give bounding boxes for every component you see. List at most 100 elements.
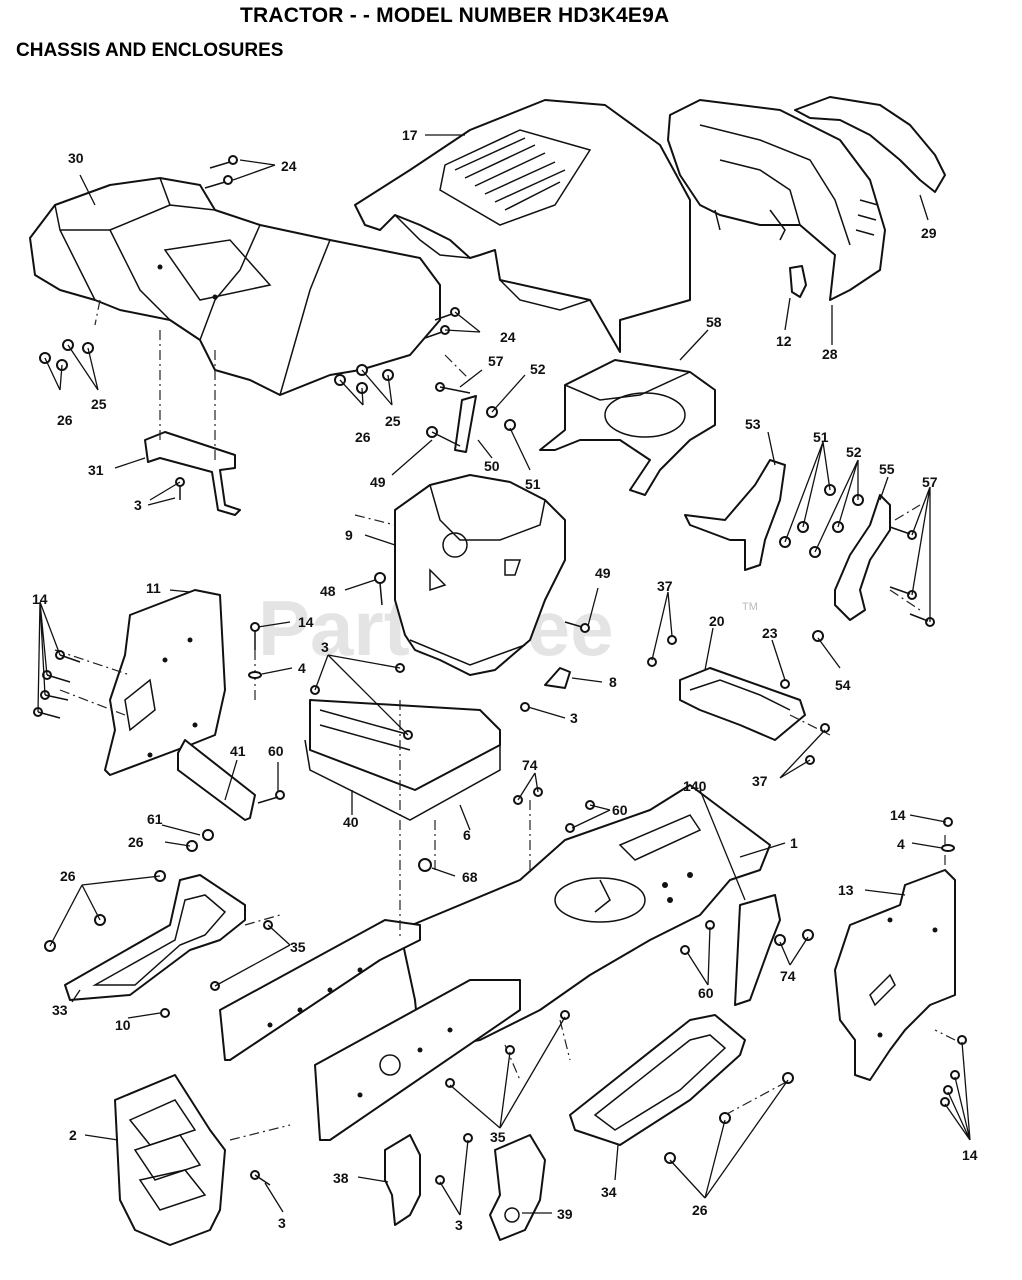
- callout-50: 50: [484, 458, 500, 474]
- callout-35-left: 35: [290, 939, 306, 955]
- callout-4-right: 4: [897, 836, 905, 852]
- part-plate-53[interactable]: [684, 459, 786, 571]
- callout-2: 2: [69, 1127, 77, 1143]
- callout-31: 31: [88, 462, 104, 478]
- callout-37-upper: 37: [657, 578, 673, 594]
- callout-13: 13: [838, 882, 854, 898]
- callout-9: 9: [345, 527, 353, 543]
- part-side-plate-left[interactable]: [104, 589, 226, 776]
- part-front-bumper[interactable]: [114, 1074, 226, 1246]
- part-control-plate[interactable]: [304, 699, 501, 821]
- part-bracket-140[interactable]: [734, 894, 781, 1006]
- callout-60-left: 60: [268, 743, 284, 759]
- part-cable-clip[interactable]: [544, 667, 571, 689]
- callout-26-mid: 26: [355, 429, 371, 445]
- callout-12: 12: [776, 333, 792, 349]
- callout-34: 34: [601, 1184, 617, 1200]
- callout-24-mid: 24: [500, 329, 516, 345]
- callout-140: 140: [683, 778, 707, 794]
- callout-25-left: 25: [91, 396, 107, 412]
- callout-49-top: 49: [370, 474, 386, 490]
- callout-74-lower: 74: [780, 968, 796, 984]
- part-footrest-left[interactable]: [64, 874, 246, 1001]
- callout-49-right: 49: [595, 565, 611, 581]
- callout-57-right: 57: [922, 474, 938, 490]
- part-plate-55[interactable]: [834, 494, 891, 621]
- part-bracket-38[interactable]: [384, 1134, 421, 1226]
- callout-26-low-left: 26: [60, 868, 76, 884]
- callout-39: 39: [557, 1206, 573, 1222]
- callout-labels: 30 24 17 29 24 12 28 58 26 25 26 25 57 5…: [32, 127, 978, 1233]
- callout-52-right: 52: [846, 444, 862, 460]
- callout-35-mid: 35: [490, 1129, 506, 1145]
- callout-53: 53: [745, 416, 761, 432]
- callout-38: 38: [333, 1170, 349, 1186]
- watermark-trademark: TM: [742, 601, 758, 613]
- part-frame-rail-right[interactable]: [314, 979, 521, 1141]
- callout-54: 54: [835, 677, 851, 693]
- callout-68: 68: [462, 869, 478, 885]
- callout-6: 6: [463, 827, 471, 843]
- callout-41: 41: [230, 743, 246, 759]
- callout-3-mid: 3: [321, 639, 329, 655]
- callout-58: 58: [706, 314, 722, 330]
- callout-51-right: 51: [813, 429, 829, 445]
- part-plate-41[interactable]: [177, 739, 256, 821]
- callout-51-mid: 51: [525, 476, 541, 492]
- callout-14-left: 14: [32, 591, 48, 607]
- callout-25-mid: 25: [385, 413, 401, 429]
- part-frame-rail-left[interactable]: [219, 919, 421, 1061]
- part-fender-support[interactable]: [394, 474, 566, 676]
- callout-40: 40: [343, 814, 359, 830]
- callout-33: 33: [52, 1002, 68, 1018]
- part-plate-20[interactable]: [679, 667, 806, 741]
- callout-3-low-mid: 3: [455, 1217, 463, 1233]
- callout-30: 30: [68, 150, 84, 166]
- callout-61: 61: [147, 811, 163, 827]
- callout-14-right: 14: [890, 807, 906, 823]
- callout-3-bottom-left: 3: [278, 1215, 286, 1231]
- callout-28: 28: [822, 346, 838, 362]
- part-hood[interactable]: [354, 99, 691, 353]
- callout-23: 23: [762, 625, 778, 641]
- callout-74-upper: 74: [522, 757, 538, 773]
- callout-52-mid: 52: [530, 361, 546, 377]
- callout-24-top: 24: [281, 158, 297, 174]
- callout-3-right: 3: [570, 710, 578, 726]
- callout-37-lower: 37: [752, 773, 768, 789]
- callout-8: 8: [609, 674, 617, 690]
- callout-14-bottom-right: 14: [962, 1147, 978, 1163]
- callout-29: 29: [921, 225, 937, 241]
- callout-20: 20: [709, 613, 725, 629]
- callout-60-right: 60: [698, 985, 714, 1001]
- part-rear-fender[interactable]: [29, 177, 441, 396]
- callout-4-left: 4: [298, 660, 306, 676]
- callout-26-mid-left: 26: [128, 834, 144, 850]
- callout-26-bottom: 26: [692, 1202, 708, 1218]
- callout-26-left: 26: [57, 412, 73, 428]
- assembly-lines: [54, 299, 956, 1141]
- part-bracket-31[interactable]: [144, 431, 241, 516]
- callout-14-mid: 14: [298, 614, 314, 630]
- leader-lines: [37, 134, 971, 1216]
- callout-48: 48: [320, 583, 336, 599]
- callout-11: 11: [146, 580, 161, 596]
- part-bracket-39[interactable]: [489, 1134, 546, 1241]
- hardware: [33, 155, 967, 1186]
- callout-17: 17: [402, 127, 418, 143]
- part-dash-panel[interactable]: [667, 99, 886, 301]
- part-latch[interactable]: [789, 265, 807, 298]
- page-title: TRACTOR - - MODEL NUMBER HD3K4E9A: [240, 4, 670, 27]
- callout-3-upper: 3: [134, 497, 142, 513]
- callout-1: 1: [790, 835, 798, 851]
- callout-10: 10: [115, 1017, 131, 1033]
- part-footrest-right[interactable]: [569, 1014, 746, 1146]
- part-headlight-lens[interactable]: [794, 96, 946, 193]
- callout-57-mid: 57: [488, 353, 504, 369]
- callout-55: 55: [879, 461, 895, 477]
- callout-60-mid: 60: [612, 802, 628, 818]
- part-side-plate-right[interactable]: [834, 869, 956, 1081]
- part-shroud[interactable]: [539, 359, 716, 496]
- section-subtitle: CHASSIS AND ENCLOSURES: [16, 40, 284, 61]
